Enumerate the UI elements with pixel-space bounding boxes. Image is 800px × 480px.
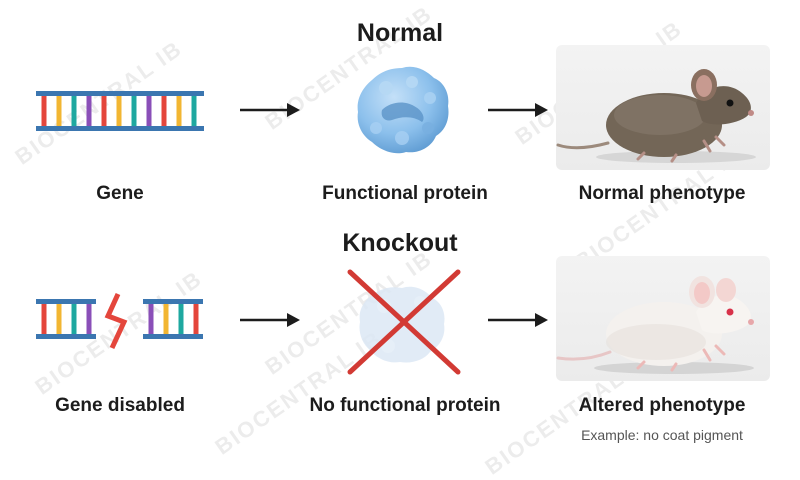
functional-protein-label: Functional protein: [322, 183, 488, 204]
right-arrow-icon: [488, 313, 548, 327]
right-arrow-icon: [240, 103, 300, 117]
white-mouse-image: [556, 256, 770, 381]
gene-disabled-label: Gene disabled: [55, 395, 185, 416]
protein-blob-icon: [357, 66, 449, 154]
no-functional-protein-label: No functional protein: [309, 395, 501, 416]
knockout-heading: Knockout: [342, 229, 458, 257]
normal-heading: Normal: [356, 19, 444, 47]
crossed-protein-icon: [347, 269, 461, 375]
right-arrow-icon: [488, 103, 548, 117]
altered-phenotype-label: Altered phenotype: [578, 395, 746, 416]
dna-ladder-icon: [36, 91, 204, 131]
broken-dna-icon: [36, 292, 203, 350]
right-arrow-icon: [240, 313, 300, 327]
gene-label: Gene: [96, 183, 144, 204]
normal-phenotype-label: Normal phenotype: [578, 183, 746, 204]
phenotype-example-note: Example: no coat pigment: [581, 427, 743, 443]
knockout-diagram: BIOCENTRAL IB BIOCENTRAL IB BIOCENTRAL I…: [10, 1, 770, 480]
brown-mouse-image: [556, 45, 770, 170]
